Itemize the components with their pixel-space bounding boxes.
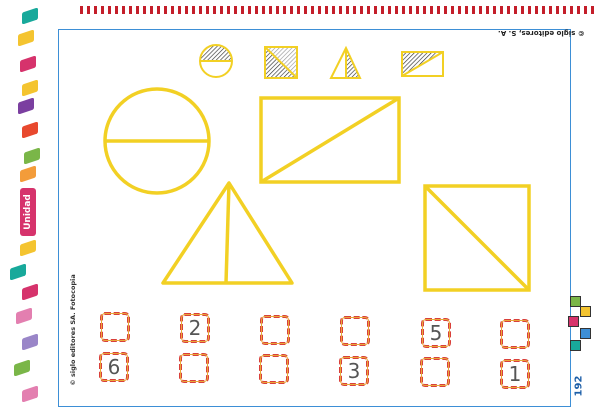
- answer-box[interactable]: 2: [180, 313, 210, 343]
- answer-box[interactable]: [100, 312, 130, 342]
- half-shaded-circle-icon: [200, 45, 232, 77]
- half-shaded-rectangle-icon: [265, 47, 297, 78]
- large-triangle-divided: [163, 183, 292, 283]
- letter-blocks-icon: [566, 296, 594, 368]
- answer-box[interactable]: 3: [339, 356, 369, 386]
- answer-box[interactable]: [259, 354, 289, 384]
- answer-box[interactable]: [179, 353, 209, 383]
- answer-box[interactable]: 5: [421, 318, 451, 348]
- answer-box[interactable]: [500, 319, 530, 349]
- answer-box[interactable]: [260, 315, 290, 345]
- large-circle-divided: [105, 89, 209, 193]
- answer-box[interactable]: 1: [500, 359, 530, 389]
- large-square-divided: [425, 186, 529, 290]
- half-shaded-triangle-icon: [331, 48, 360, 78]
- answer-box[interactable]: [420, 357, 450, 387]
- page-number: 192: [574, 376, 585, 397]
- large-rectangle-divided: [261, 98, 399, 182]
- answer-box[interactable]: 6: [99, 352, 129, 382]
- half-shaded-square-icon: [402, 52, 443, 76]
- answer-box[interactable]: [340, 316, 370, 346]
